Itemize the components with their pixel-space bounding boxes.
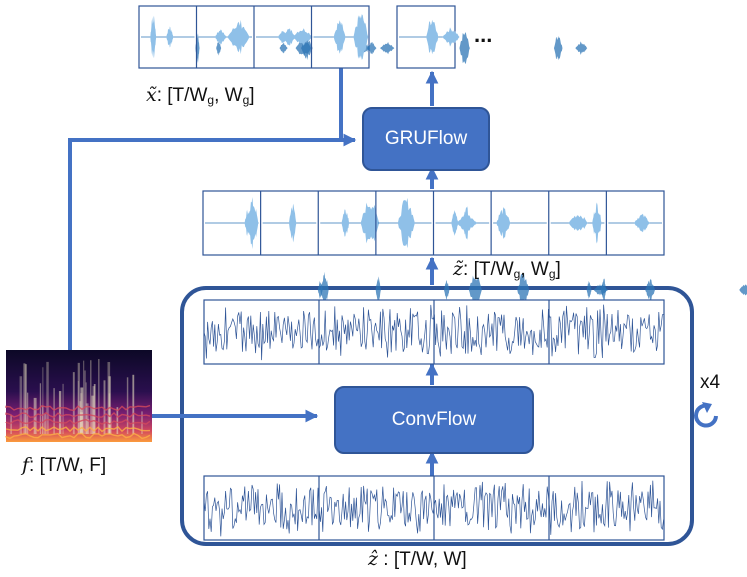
arrow-spectrogram-to-gruflow <box>68 133 357 350</box>
waveform-image-x-tilde <box>138 5 470 69</box>
waveform-image-z-tilde <box>202 190 747 309</box>
gruflow-label: GRUFlow <box>384 128 468 149</box>
f-label: f: [T/W, F] <box>22 454 107 476</box>
x-tilde-label: x̃: [T/Wg, Wg] <box>146 84 255 107</box>
noise-waveform-image-top <box>203 299 665 365</box>
convflow-label: ConvFlow <box>391 409 477 430</box>
spectrogram-image <box>5 350 152 442</box>
arrows <box>68 68 439 476</box>
waveform-image-output <box>396 5 588 69</box>
loop-arrow-icon <box>694 402 718 428</box>
repeat-count-label: x4 <box>700 372 721 393</box>
noise-waveform-image-bottom <box>203 475 665 541</box>
gruflow-node: GRUFlow <box>362 107 490 171</box>
ellipsis-label: ... <box>474 22 493 47</box>
z-tilde-label: z̃: [T/Wg, Wg] <box>453 258 561 281</box>
convflow-node: ConvFlow <box>334 386 534 454</box>
z-hat-label: ẑ : [T/W, W] <box>368 548 467 570</box>
